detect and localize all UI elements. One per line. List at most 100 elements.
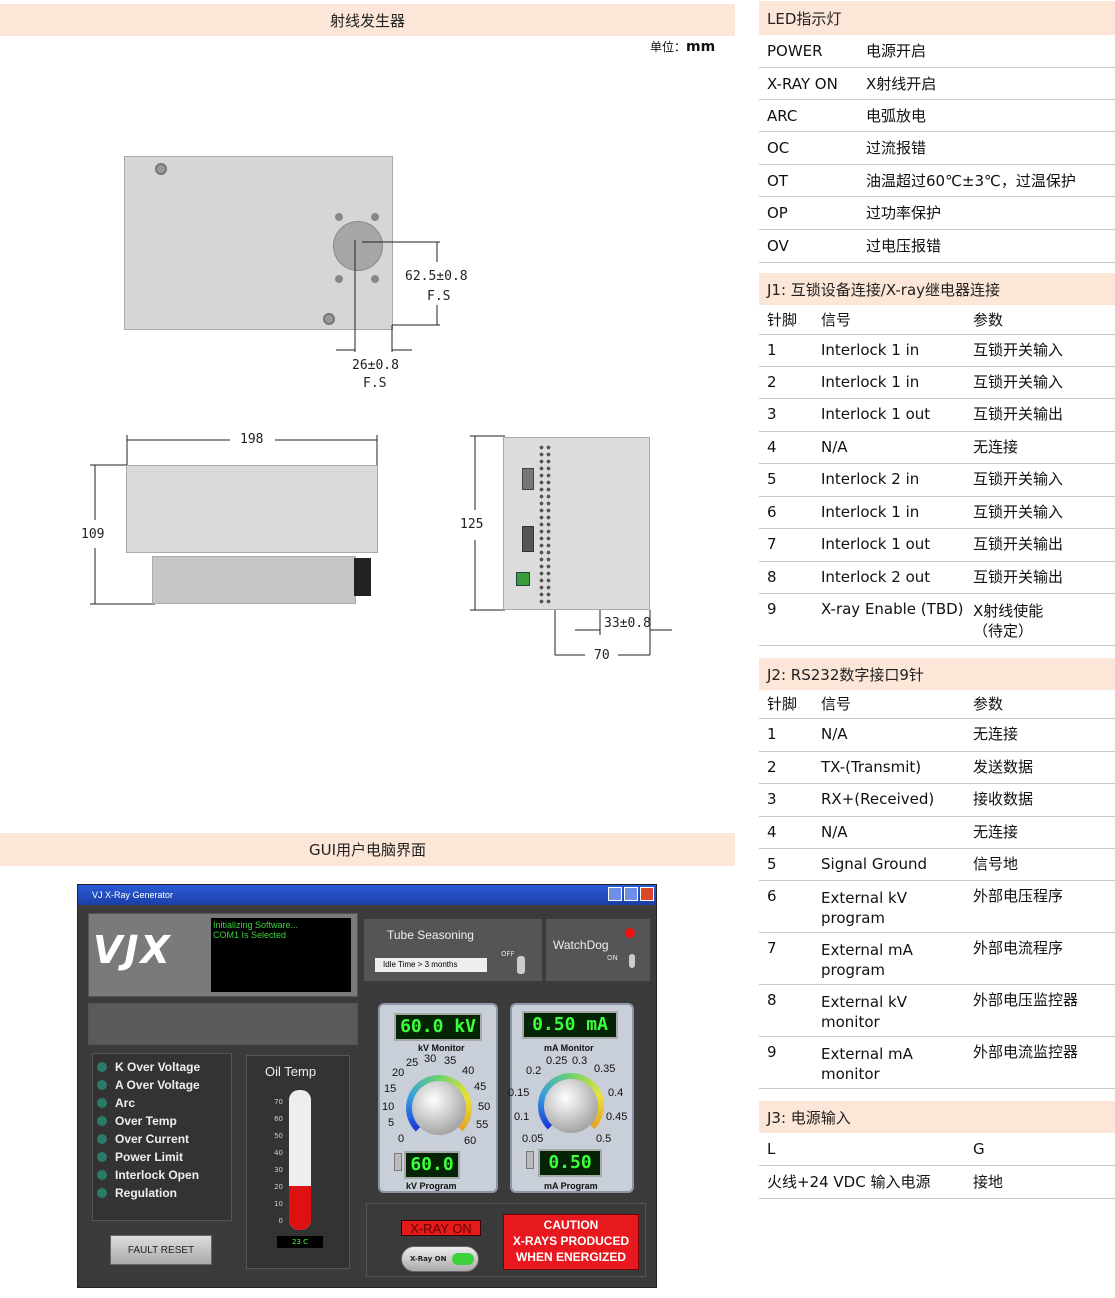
j2-table-header: J2: RS232数字接口9针: [759, 658, 1115, 690]
kv-tick: 0: [398, 1133, 405, 1145]
ma-tick: 0.05: [522, 1133, 544, 1145]
unit-label: 单位：mm: [650, 39, 716, 55]
fault-led-icon: [97, 1152, 107, 1162]
vjx-logo: VJX: [93, 928, 172, 972]
dim-70: 70: [594, 648, 610, 663]
vent-grill: [538, 444, 552, 604]
led-table-title: LED指示灯: [767, 9, 842, 28]
ma-knob[interactable]: [538, 1073, 604, 1139]
j3-table-title: J3: 电源输入: [767, 1108, 851, 1127]
kv-tick: 30: [424, 1053, 437, 1065]
fault-item: Regulation: [97, 1184, 200, 1202]
xray-on-button-label: X-Ray ON: [410, 1255, 447, 1263]
window-controls: [608, 887, 654, 901]
temp-readout: 23 C: [277, 1236, 323, 1248]
thermometer-fill: [289, 1186, 311, 1230]
dim-26-fs: F.S: [363, 376, 387, 391]
kv-tick: 15: [384, 1083, 397, 1095]
kv-tick: 5: [388, 1117, 395, 1129]
kv-program-label: kV Program: [406, 1181, 457, 1191]
xray-panel: X-RAY ON X-Ray ON CAUTION X-RAYS PRODUCE…: [366, 1203, 646, 1277]
ma-monitor-display: 0.50 mA: [522, 1011, 618, 1039]
ma-tick: 0.25: [546, 1055, 568, 1067]
kv-program-arrows-icon[interactable]: [394, 1153, 402, 1171]
xray-on-button-icon: [452, 1253, 474, 1265]
thermometer: [289, 1090, 311, 1230]
fault-item: Power Limit: [97, 1148, 200, 1166]
connector-j2: [522, 468, 534, 490]
ma-tick: 0.45: [606, 1111, 628, 1123]
unit-value: mm: [686, 39, 716, 55]
dim-26: 26±0.8: [352, 358, 399, 373]
xray-on-indicator: X-RAY ON: [401, 1220, 481, 1236]
tube-seasoning-label: Tube Seasoning: [387, 928, 474, 942]
watchdog-toggle[interactable]: [629, 954, 635, 968]
ma-program-arrows-icon[interactable]: [526, 1151, 534, 1169]
kv-knob[interactable]: [406, 1075, 472, 1141]
xray-on-button[interactable]: X-Ray ON: [401, 1246, 479, 1272]
seasoning-toggle[interactable]: [517, 956, 525, 974]
j3-table-header: J3: 电源输入: [759, 1101, 1115, 1133]
close-button[interactable]: [640, 887, 654, 901]
idle-time-select[interactable]: Idle Time > 3 months: [375, 958, 487, 972]
kv-program-display[interactable]: 60.0: [404, 1151, 460, 1179]
ma-program-display[interactable]: 0.50: [538, 1149, 602, 1177]
ma-tick: 0.5: [596, 1133, 612, 1145]
logo-panel: VJX Initializing Software... COM1 Is Sel…: [88, 913, 358, 997]
j2-header-row: 针脚信号参数: [759, 690, 1115, 719]
status-line: COM1 Is Selected: [213, 930, 287, 940]
ma-tick: 0.15: [508, 1087, 530, 1099]
maximize-button[interactable]: [624, 887, 638, 901]
minimize-button[interactable]: [608, 887, 622, 901]
fault-item: A Over Voltage: [97, 1076, 200, 1094]
watchdog-led: [625, 928, 635, 938]
status-line: Initializing Software...: [213, 920, 299, 930]
kv-tick: 60: [464, 1135, 477, 1147]
caution-sign: CAUTION X-RAYS PRODUCED WHEN ENERGIZED: [503, 1214, 639, 1270]
fault-list: K Over Voltage A Over Voltage Arc Over T…: [97, 1058, 200, 1202]
fault-item: Over Temp: [97, 1112, 200, 1130]
j1-table-header: J1: 互锁设备连接/X-ray继电器连接: [759, 273, 1115, 305]
kv-tick: 40: [462, 1065, 475, 1077]
ma-monitor-label: mA Monitor: [544, 1043, 594, 1053]
ma-tick: 0.3: [572, 1055, 588, 1067]
top-view-drawing: [124, 156, 393, 330]
status-display: Initializing Software... COM1 Is Selecte…: [211, 918, 351, 992]
fault-led-icon: [97, 1116, 107, 1126]
j3-row: 火线+24 VDC 输入电源接地: [759, 1166, 1115, 1199]
mount-hole: [335, 213, 343, 221]
kv-tick: 35: [444, 1055, 457, 1067]
mount-hole: [371, 275, 379, 283]
dim-62-5: 62.5±0.8: [405, 269, 468, 284]
section-title: GUI用户电脑界面: [308, 841, 427, 859]
fault-led-icon: [97, 1134, 107, 1144]
fault-led-icon: [97, 1080, 107, 1090]
kv-tick: 25: [406, 1057, 419, 1069]
fault-item: Interlock Open: [97, 1166, 200, 1184]
dim-62-5-fs: F.S: [427, 289, 451, 304]
fault-reset-button[interactable]: FAULT RESET: [110, 1235, 212, 1265]
fault-panel: K Over Voltage A Over Voltage Arc Over T…: [92, 1053, 232, 1221]
fan-block: [354, 558, 371, 596]
watchdog-panel: WatchDog ON: [546, 919, 650, 981]
oil-temp-panel: Oil Temp 70 60 50 40 30 20 10 0 23 C: [246, 1055, 350, 1269]
oil-temp-label: Oil Temp: [265, 1064, 317, 1079]
top-view-dimensions: [90, 240, 672, 656]
led-table-header: LED指示灯: [759, 1, 1115, 35]
front-view-drawing: [126, 465, 378, 553]
ma-tick: 0.1: [514, 1111, 530, 1123]
j1-table-title: J1: 互锁设备连接/X-ray继电器连接: [767, 280, 1001, 299]
kv-gauge-panel: 60.0 kV kV Monitor 0 5 10 15 20 25 30 35…: [378, 1003, 498, 1193]
